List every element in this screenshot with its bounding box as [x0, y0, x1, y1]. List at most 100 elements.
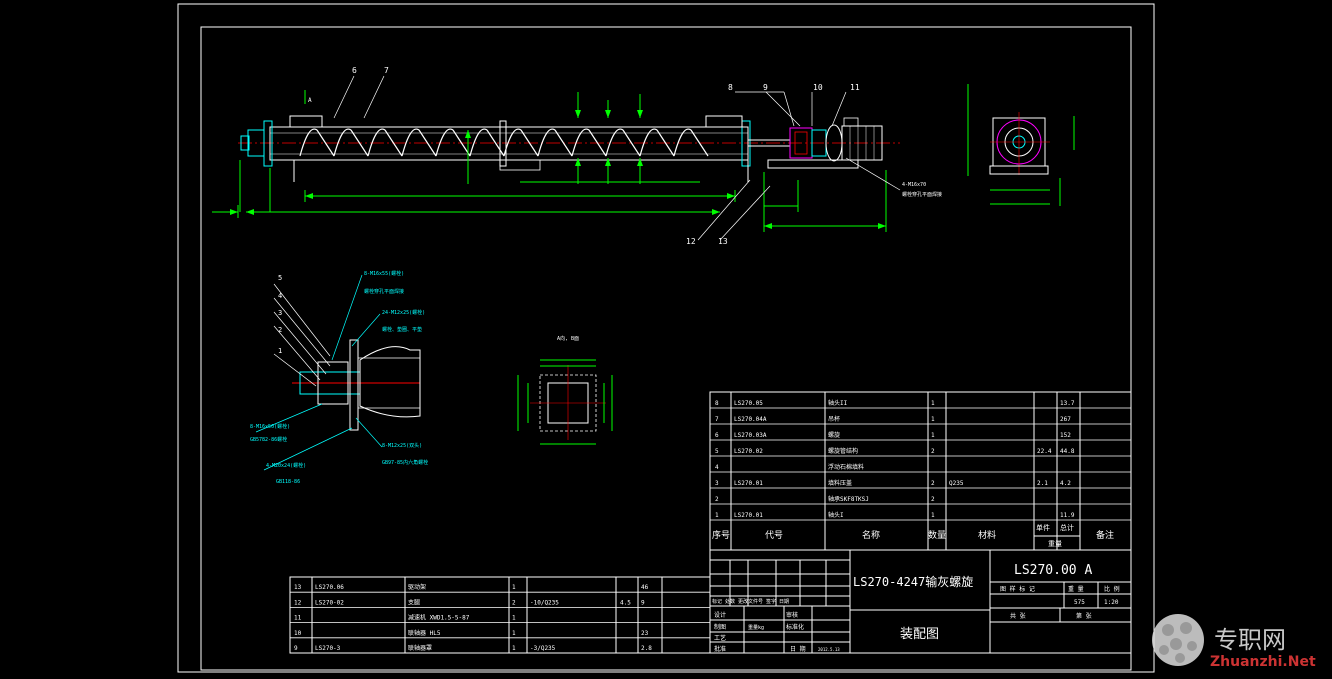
table-cell-mat: -10/Q235 — [530, 599, 559, 606]
table-cell-no: 1 — [715, 512, 719, 519]
table-cell-total: 2.8 — [641, 645, 652, 652]
table-cell-name: 支腿 — [408, 598, 420, 606]
table-cell-qty: 1 — [931, 400, 935, 407]
callout-13: 13 — [718, 237, 728, 246]
title-block-text: LS270-4247输灰螺旋 LS270.00 A 装配图 图 样 标 记 重 … — [712, 563, 1120, 653]
detail-note-10: GB97-85内六角螺栓 — [382, 459, 428, 466]
table-cell-qty: 2 — [931, 480, 935, 487]
table-cell-code: LS270.06 — [315, 584, 344, 591]
checker-label: 审核 — [786, 611, 798, 619]
table-cell-qty: 1 — [512, 630, 516, 637]
table-cell-total: 11.9 — [1060, 512, 1075, 519]
bom-h-weight: 重量 — [1048, 540, 1062, 548]
callout-8: 8 — [728, 83, 733, 92]
table-cell-qty: 2 — [931, 448, 935, 455]
table-cell-total: 152 — [1060, 432, 1071, 439]
callout-6: 6 — [352, 66, 357, 75]
inner-border — [200, 26, 1132, 671]
sheets-total: 共 张 — [1010, 612, 1026, 620]
table-cell-code: LS270-3 — [315, 645, 341, 652]
table-cell-name: 浮动石棉填料 — [828, 463, 864, 471]
table-cell-total: 4.2 — [1060, 480, 1071, 487]
table-cell-name: 联轴器 HL5 — [408, 629, 441, 637]
table-cell-unit: 4.5 — [620, 599, 631, 606]
side-view — [967, 84, 1075, 206]
date-label: 日 期 — [790, 645, 806, 653]
table-cell-name: 螺旋管结构 — [828, 447, 858, 455]
bearing-detail-view: 5 4 3 2 1 8-M16x55(螺栓) 螺栓穿孔平面焊接 24-M12x2… — [250, 270, 428, 485]
detail-callout-5: 5 — [278, 274, 282, 282]
detail-note-5: 8-M16x50(螺栓) — [250, 423, 290, 430]
detail-note-9: 8-M12x25(双头) — [382, 442, 422, 449]
table-cell-name: 吊杯 — [828, 415, 840, 423]
detail-note-4: 螺栓、垫圈、平垫 — [382, 326, 422, 333]
watermark-en: Zhuanzhi.Net — [1210, 654, 1316, 670]
table-cell-code: LS270-02 — [315, 599, 344, 606]
designer-label: 设计 — [714, 611, 726, 619]
table-cell-no: 5 — [715, 448, 719, 455]
callout-7: 7 — [384, 66, 389, 75]
table-cell-code: LS270.01 — [734, 512, 763, 519]
date-value: 2012.5.13 — [818, 647, 840, 652]
table-cell-unit: 2.1 — [1037, 480, 1048, 487]
table-cell-name: 螺旋 — [828, 431, 840, 439]
detail-callout-4: 4 — [278, 292, 282, 300]
scale-label: 比 例 — [1104, 585, 1120, 593]
table-cell-no: 2 — [715, 496, 719, 503]
detail-note-6: GB5782-86螺栓 — [250, 436, 287, 443]
table-cell-name: 轴头II — [828, 399, 848, 407]
table-cell-name: 减速机 XWD1.5-5-87 — [408, 614, 470, 622]
section-mark: A — [308, 97, 312, 104]
table-cell-name: 填料压盖 — [828, 479, 852, 487]
detail-note-2: 螺栓穿孔平面焊接 — [364, 288, 404, 295]
weight-value: 575 — [1074, 599, 1085, 606]
outer-border — [177, 3, 1155, 673]
table-cell-name: 轴承SKF8TKSJ — [828, 495, 869, 503]
detail-note-1: 8-M16x55(螺栓) — [364, 270, 404, 277]
table-cell-total: 44.8 — [1060, 448, 1075, 455]
mass-note: 重量kg — [748, 624, 764, 631]
detail-note-7: 4-M20x24(螺栓) — [266, 462, 306, 469]
table-cell-qty: 2 — [512, 599, 516, 606]
bolt-note-1: 4-M16x70 — [902, 182, 926, 188]
table-cell-no: 13 — [294, 584, 302, 591]
detail-note-3: 24-M12x25(螺栓) — [382, 309, 425, 316]
bolt-note-2: 螺栓穿孔平面焊接 — [902, 191, 942, 198]
table-cell-code: LS270.02 — [734, 448, 763, 455]
table-cell-qty: 1 — [931, 432, 935, 439]
drawing-number: LS270.00 A — [1014, 563, 1092, 578]
bom-h-note: 备注 — [1096, 529, 1114, 541]
table-cell-code: LS270.04A — [734, 416, 767, 423]
bom-h-mat: 材料 — [978, 529, 996, 541]
callout-10: 10 — [813, 83, 823, 92]
approve-label: 批准 — [714, 645, 726, 653]
table-cell-name: 轴头I — [828, 511, 844, 519]
weight-label: 重 量 — [1068, 585, 1084, 593]
table-cell-unit: 22.4 — [1037, 448, 1052, 455]
callout-9: 9 — [763, 83, 768, 92]
stage-label: 图 样 标 记 — [1000, 585, 1035, 593]
table-cell-total: 13.7 — [1060, 400, 1075, 407]
table-cell-no: 9 — [294, 645, 298, 652]
table-cell-no: 12 — [294, 599, 302, 606]
drawing-subtitle: 装配图 — [900, 627, 939, 642]
standard-label: 标准化 — [786, 623, 804, 631]
drafter-label: 制图 — [714, 623, 726, 631]
table-cell-no: 6 — [715, 432, 719, 439]
sheet-number: 第 张 — [1076, 612, 1092, 620]
callout-11: 11 — [850, 83, 860, 92]
detail-note-8: GB118-86 — [276, 479, 300, 485]
bom-header-row: 序号 代号 名称 数量 材料 单件 总计 重量 备注 — [712, 523, 1114, 548]
watermark-cn: 专职网 — [1214, 626, 1286, 654]
table-cell-no: 3 — [715, 480, 719, 487]
table-cell-code: LS270.03A — [734, 432, 767, 439]
table-cell-code: LS270.01 — [734, 480, 763, 487]
table-cell-qty: 2 — [931, 496, 935, 503]
table-cell-qty: 1 — [512, 645, 516, 652]
bom-h-total: 总计 — [1060, 523, 1074, 532]
table-cell-qty: 1 — [512, 615, 516, 622]
revision-labels: 标记 处数 更改文件号 签字 日期 — [712, 598, 789, 605]
